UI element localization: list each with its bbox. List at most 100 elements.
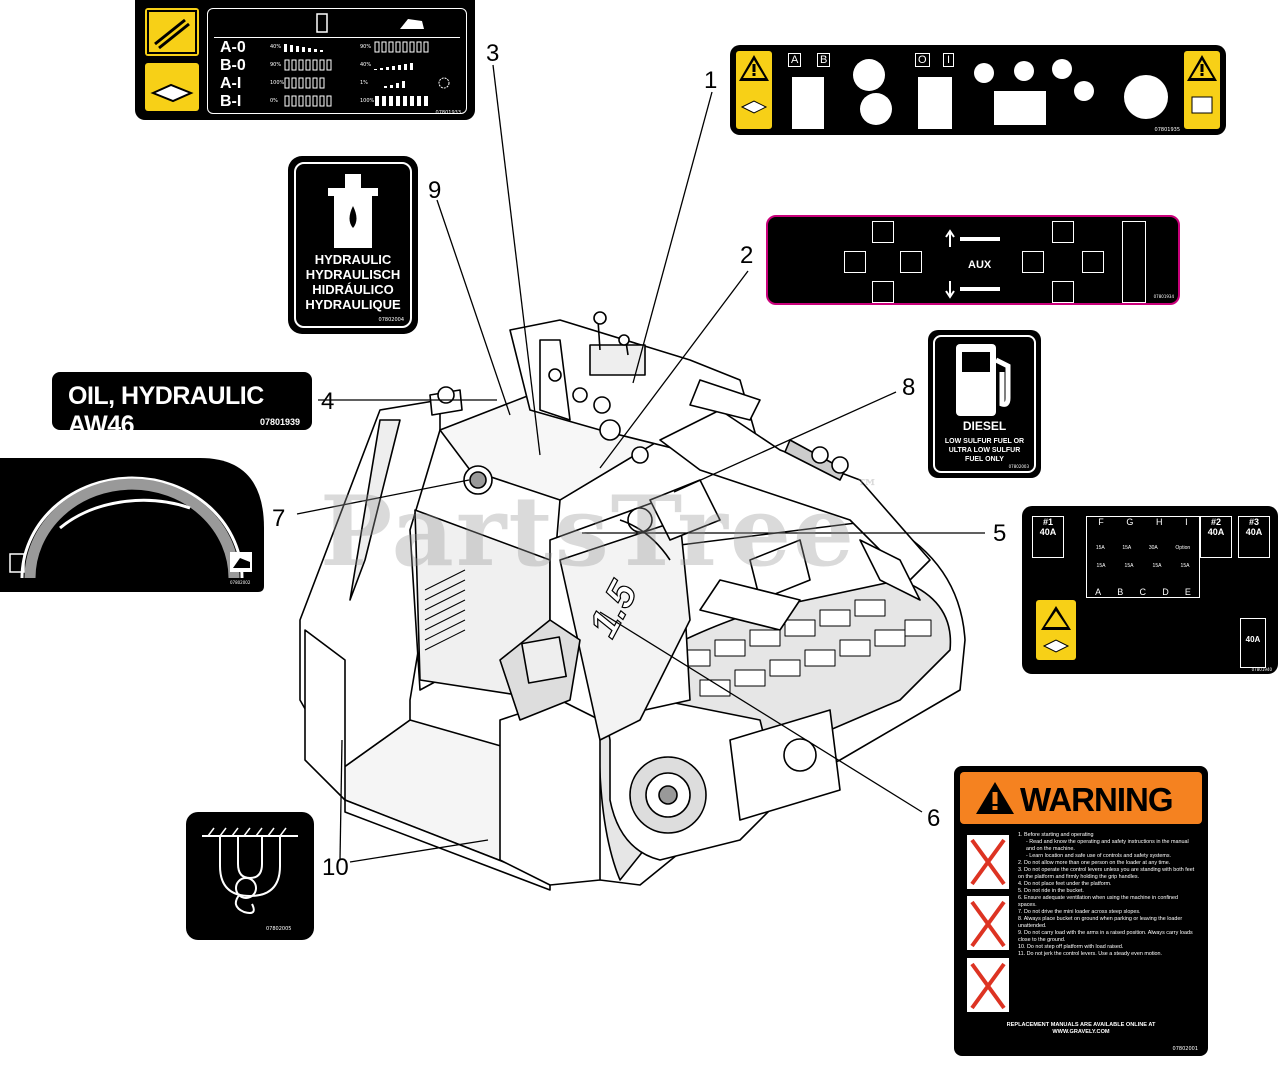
arc-gauge-graphic [0,458,264,592]
fuse-amp-h: 30A [1148,545,1158,551]
knob-small-1 [974,63,994,83]
row-label: A-0 [220,39,246,56]
icon-box-7 [1082,251,1104,273]
row-right-pct: 40% [360,62,372,68]
watermark: PartsTree™ [320,475,880,588]
warning-header: WARNING [960,772,1202,824]
icon-box-1 [872,221,894,243]
fuse-amp: 40A [1245,527,1263,537]
warning-item: - Learn location and safe use of control… [1026,853,1172,859]
part-number: 07802005 [266,926,292,932]
lift-row-2: B-0 90% 40% [220,57,460,74]
callout-7: 7 [272,505,286,532]
part-number: 07801933 [435,110,461,116]
icon-box-2 [844,251,866,273]
diesel-line-2: ULTRA LOW SULFUR [948,447,1021,454]
icon-box-6 [1022,251,1044,273]
decal-tie-down: 07802005 [186,812,314,940]
lift-row-3: A-I 100% 1% [220,75,460,92]
fuse-letter-e: E [1184,587,1191,597]
fuse-amp-g: 15A [1122,545,1132,551]
switch-slot-ab [792,77,824,129]
warning-manual-icon [1036,600,1076,660]
lift-table: A-0 40% 90% B-0 90% 40% A-I 100% 1% B-I … [207,8,467,114]
warning-item: 11. Do not jerk the control levers. Use … [1018,951,1163,957]
callout-6: 6 [927,805,941,832]
aux-arrow-down-icon [945,281,1000,299]
hydraulic-line-4: HYDRAULIQUE [305,297,401,312]
part-number: 07802002 [230,580,251,585]
diesel-text: LOW SULFUR FUEL OR ULTRA LOW SULFUR FUEL… [928,437,1041,464]
control-knob-1 [853,59,885,91]
knob-small-4 [1074,81,1094,101]
fuse-letter-d: D [1162,587,1169,597]
fuse-letter-f: F [1098,517,1104,527]
warning-item: 7. Do not drive the mini loader across s… [1018,909,1141,915]
hydraulic-line-1: HYDRAULIC [314,252,392,267]
fuse-amp: 40A [1039,527,1057,537]
part-number: 07801934 [1153,294,1174,299]
fuse-main-2: #2 40A [1200,516,1232,558]
warning-items: 1. Before starting and operating - Read … [1018,832,1198,958]
icon-box-8 [1052,281,1074,303]
row-left-pct: 0% [270,98,278,104]
warning-item: - Read and know the operating and safety… [1026,839,1189,852]
fuse-letter-i: I [1185,517,1188,527]
decal-aux-controls: AUX 07801934 [766,215,1180,305]
row-right-pct: 90% [360,44,372,50]
row-label: B-I [220,93,242,110]
label-a: A [788,53,802,67]
part-number: 07802003 [1008,464,1029,469]
hydraulic-text: HYDRAULIC HYDRAULISCH HIDRÁULICO HYDRAUL… [288,252,418,312]
lift-arm [659,409,931,581]
fuse-id: #2 [1210,517,1221,527]
fuse-letter-h: H [1156,517,1163,527]
fuse-letter-b: B [1117,587,1124,597]
row-right-pct: 1% [360,80,368,86]
callout-4: 4 [321,388,335,415]
diesel-title: DIESEL [962,419,1007,433]
fuse-letter-g: G [1126,517,1134,527]
row-left-pct: 40% [270,44,282,50]
watermark-tm: ™ [855,475,880,501]
callout-1: 1 [704,67,718,94]
hydraulic-reservoir-icon [328,174,378,248]
warning-item: 6. Ensure adequate ventilation when usin… [1018,895,1179,908]
icon-box-4 [872,281,894,303]
decal-fuse: #1 40A F G H I 15A 15A 30A Option 15A 15… [1022,506,1278,674]
decal-lift-chart: A-0 40% 90% B-0 90% 40% A-I 100% 1% B-I … [135,0,475,120]
icon-box-3 [900,251,922,273]
warning-item: 1. Before starting and operating [1018,832,1094,838]
row-label: B-0 [220,57,246,74]
fuse-amp-b: 15A [1124,563,1134,569]
callout-8: 8 [902,374,916,401]
warning-crush-icon [145,8,199,56]
warning-triangle-icon [976,782,1014,814]
warning-title: WARNING [1020,781,1173,818]
fuse-amp-i: Option [1175,545,1191,551]
warning-icon-right [1184,51,1220,129]
warning-pictograms [966,834,1010,1014]
part-number: 07801940 [1251,667,1272,672]
icon-box-5 [1052,221,1074,243]
hydraulic-line-2: HYDRAULISCH [305,267,401,282]
callout-2: 2 [740,242,754,269]
warning-icon-left [736,51,772,129]
display-window [994,91,1046,125]
fuse-amp-f: 15A [1095,545,1105,551]
callout-3: 3 [486,40,500,67]
part-number: 07802001 [1172,1046,1198,1052]
fuse-id: #3 [1248,517,1259,527]
fuse-amp-a: 15A [1096,563,1106,569]
row-right-pct: 100% [360,98,375,104]
hydraulic-line-3: HIDRÁULICO [312,282,394,297]
watermark-text: PartsTree [320,475,856,588]
fuse-grid: F G H I 15A 15A 30A Option 15A 15A 15A 1… [1086,516,1200,598]
warning-item: 9. Do not carry load with the arms in a … [1018,930,1193,943]
callout-5: 5 [993,520,1007,547]
decal-control-panel: A B O I 07801935 [730,45,1226,135]
lift-row-4: B-I 0% 100% [220,93,460,110]
fuse-amp-d: 15A [1180,563,1190,569]
fuse-main-3: #3 40A [1238,516,1270,558]
row-label: A-I [220,75,242,92]
